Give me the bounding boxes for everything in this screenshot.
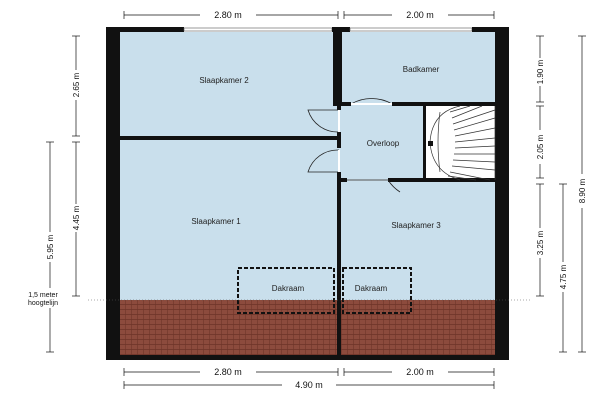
dim-left-total: 5.95 m [46,234,55,259]
dim-bottom-left: 2.80 m [214,367,242,377]
wall-stair-left [423,106,426,180]
stair-area [425,104,495,180]
window-top-left [183,27,333,32]
window-top-right [349,27,473,32]
dim-top-left: 2.80 m [214,10,242,20]
skylight-left [237,267,335,314]
dim-right-total: 8.90 m [578,178,587,203]
label-slaapkamer-1: Slaapkamer 1 [191,217,241,226]
wall-center-lower [337,178,341,355]
wall-overloop-left-b [337,132,341,148]
dim-right-overloop: 2.05 m [536,134,545,159]
wall-bottom [106,355,509,360]
dim-left-upper: 2.65 m [72,72,81,97]
wall-slaapkamer2-bottom [120,136,337,140]
label-dakraam-right: Dakraam [355,284,388,293]
dim-top-right: 2.00 m [406,10,434,20]
wall-right [495,27,509,360]
wall-overloop-left-a [337,106,341,110]
dim-top [123,11,495,19]
dim-right-lower-total: 4.75 m [559,264,568,289]
wall-overloop-bottom-left [341,178,347,182]
wall-top-mid [332,27,350,32]
wall-left [106,27,120,360]
height-line-note-2: hoogtelijn [28,300,58,307]
wall-badkamer-bottom-left [341,102,351,106]
dim-left [46,35,80,353]
height-line-note-1: 1,5 meter [28,292,58,299]
door-slaapkamer2 [307,109,340,133]
label-dakraam-left: Dakraam [272,284,305,293]
dim-left-lower: 4.45 m [72,205,81,230]
dim-right-badkamer: 1.90 m [536,59,545,84]
wall-center-upper [333,32,342,106]
label-slaapkamer-2: Slaapkamer 2 [199,76,249,85]
dim-right [536,35,586,353]
wall-top-right [472,27,509,32]
skylight-right [342,267,412,314]
stair-post [428,141,433,146]
wall-overloop-bottom-right [388,178,495,182]
dim-bottom-right: 2.00 m [406,367,434,377]
wall-badkamer-bottom-right [392,102,495,106]
dim-bottom-total: 4.90 m [295,380,323,390]
label-slaapkamer-3: Slaapkamer 3 [391,221,441,230]
wall-top-left [106,27,184,32]
door-slaapkamer1 [307,149,340,173]
dim-right-slaapkamer3: 3.25 m [536,230,545,255]
label-badkamer: Badkamer [403,65,440,74]
wall-overloop-left-c [337,172,341,178]
roof-slope-area [120,300,495,355]
dim-bottom [123,368,495,389]
label-overloop: Overloop [367,139,400,148]
